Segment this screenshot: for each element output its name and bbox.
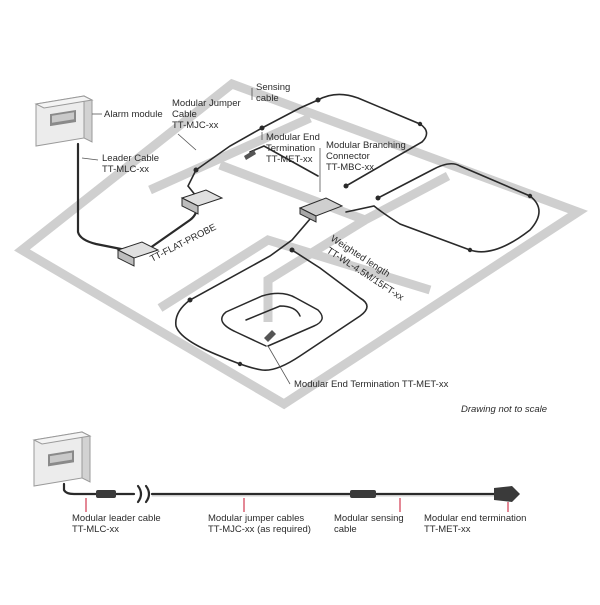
floor-partition-lower bbox=[263, 216, 368, 322]
alarm-module-label: Alarm module bbox=[104, 109, 163, 120]
bottom-end-label-1: Modular end termination bbox=[424, 513, 526, 524]
leader-lines-top bbox=[81, 88, 321, 385]
not-to-scale-note: Drawing not to scale bbox=[461, 404, 547, 415]
branching-connector-box bbox=[298, 197, 344, 223]
end-termination-upper-line bbox=[249, 145, 319, 177]
jumper-cable-label-2: Cable bbox=[172, 109, 197, 120]
sensing-cable-label-1: Sensing bbox=[256, 82, 290, 93]
branching-connector-label-1: Modular Branching bbox=[326, 140, 406, 151]
end-termination-top-label-3: TT-MET-xx bbox=[266, 154, 313, 165]
jumper-cable-label-1: Modular Jumper bbox=[172, 98, 241, 109]
sensing-cable-label-2: cable bbox=[256, 93, 279, 104]
bottom-leader-label-1: Modular leader cable bbox=[72, 513, 161, 524]
flat-probe-devices bbox=[116, 189, 224, 267]
end-termination-top-label-2: Termination bbox=[266, 143, 315, 154]
alarm-module-bottom bbox=[32, 431, 92, 487]
labels-bottom: Modular leader cable TT-MLC-xx Modular j… bbox=[72, 513, 526, 535]
jumper-cable-label-3: TT-MJC-xx bbox=[172, 120, 219, 131]
floor-outline bbox=[14, 78, 588, 410]
jumper-cable-line bbox=[187, 99, 319, 197]
leader-cable-label-2: TT-MLC-xx bbox=[102, 164, 149, 175]
end-termination-bottom-label: Modular End Termination TT-MET-xx bbox=[294, 379, 449, 390]
bottom-pointer-lines bbox=[85, 498, 509, 512]
floor-plan bbox=[14, 78, 588, 410]
alarm-module-top bbox=[34, 95, 94, 147]
end-termination-tips bbox=[244, 150, 276, 342]
end-termination-top-label-1: Modular End bbox=[266, 132, 320, 143]
bottom-jumper-label-2: TT-MJC-xx (as required) bbox=[208, 524, 311, 535]
bottom-jumper-label-1: Modular jumper cables bbox=[208, 513, 304, 524]
sensing-cable-right bbox=[345, 162, 540, 253]
leader-cable-line bbox=[76, 142, 128, 252]
floor-partition-room bbox=[157, 235, 432, 312]
branching-connector-label-3: TT-MBC-xx bbox=[326, 162, 374, 173]
floor-partition-middle bbox=[218, 160, 451, 225]
floor-partition-upper bbox=[148, 113, 312, 195]
linear-cable-run bbox=[62, 482, 498, 504]
weighted-length-spiral bbox=[221, 292, 323, 347]
branching-connector-label-2: Connector bbox=[326, 151, 370, 162]
flat-probe-label: TT-FLAT-PROBE bbox=[148, 222, 218, 265]
cable-connectors bbox=[187, 97, 533, 367]
weighted-length-loop bbox=[174, 211, 368, 372]
linear-connectors bbox=[96, 486, 520, 502]
bottom-sensing-label-1: Modular sensing bbox=[334, 513, 404, 524]
leader-cable-label-1: Leader Cable bbox=[102, 153, 159, 164]
bottom-end-label-2: TT-MET-xx bbox=[424, 524, 471, 535]
bottom-sensing-label-2: cable bbox=[334, 524, 357, 535]
bottom-leader-label-2: TT-MLC-xx bbox=[72, 524, 119, 535]
